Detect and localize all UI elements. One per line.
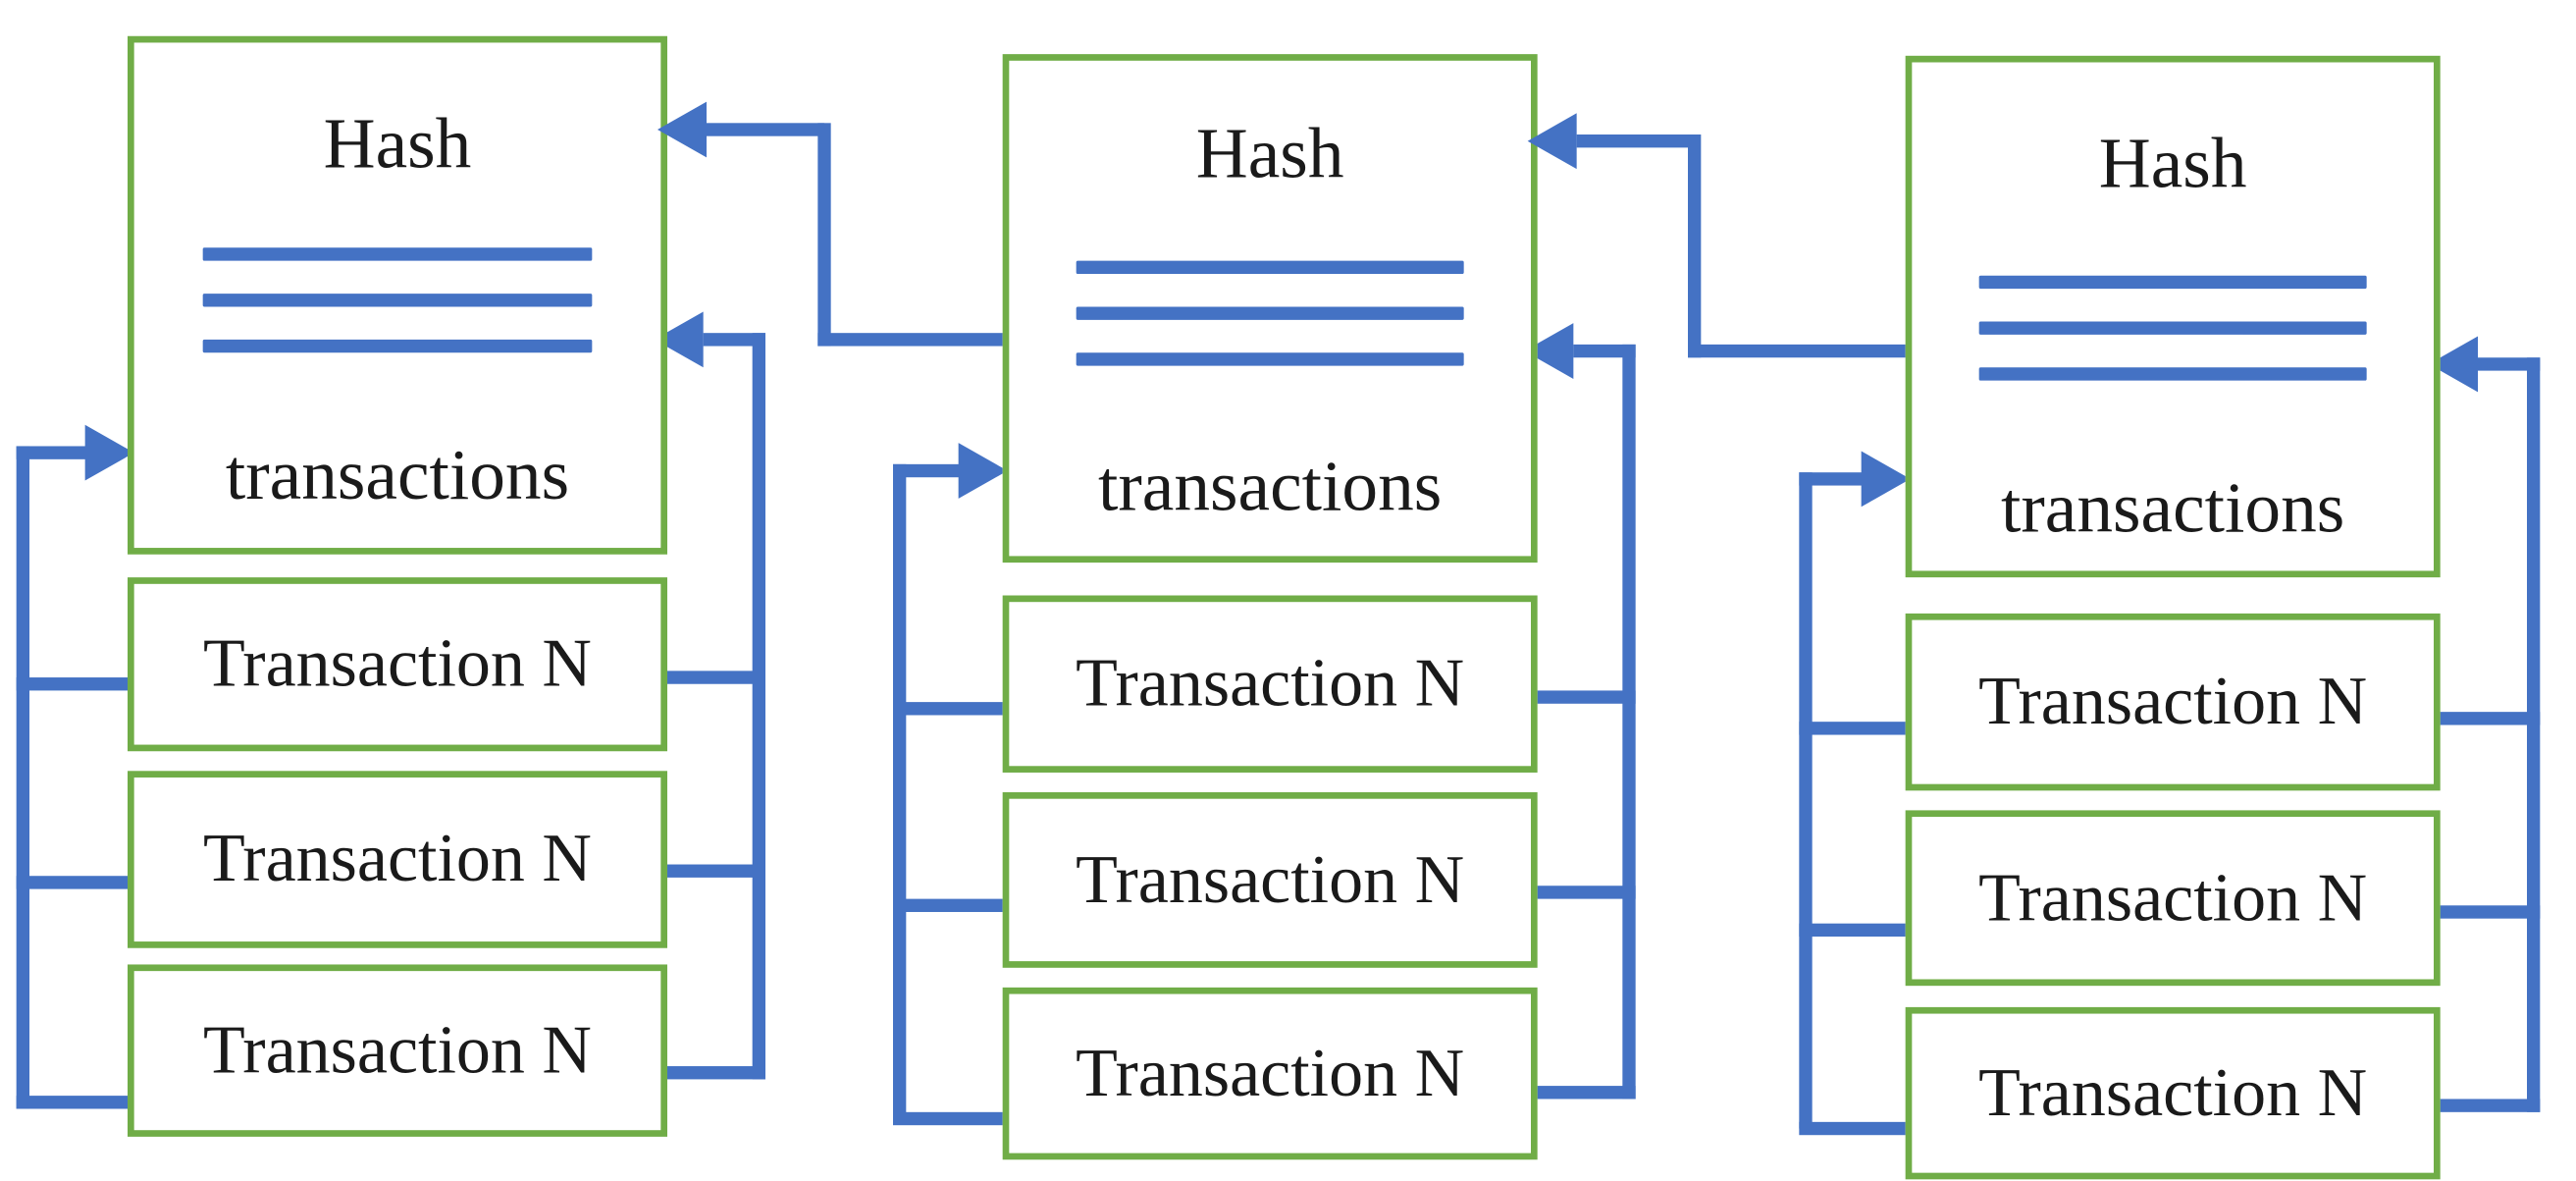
block-2-right-stub-tx-1 xyxy=(1524,690,1636,704)
block-3-transaction-box-1: Transaction N xyxy=(1905,613,2441,791)
transaction-label: Transaction N xyxy=(202,1012,592,1089)
block-2-left-bus xyxy=(893,463,907,1121)
chain-link-2-to-1-riser xyxy=(817,123,831,347)
block-1-right-bus xyxy=(752,333,765,1080)
block-2-left-stub-tx-3 xyxy=(893,1111,1008,1126)
block-2-header-box: Hash transactions xyxy=(1002,54,1538,564)
hash-line xyxy=(1979,367,2366,381)
transaction-label: Transaction N xyxy=(1978,664,2368,740)
block-3-right-stub-tx-3 xyxy=(2429,1099,2541,1112)
block-1-left-stub-tx-1 xyxy=(16,677,131,691)
chain-link-3-to-2-riser xyxy=(1688,134,1702,358)
block-2-transaction-box-1: Transaction N xyxy=(1002,595,1538,773)
block-1-hash-title: Hash xyxy=(323,103,472,185)
block-3-left-stub-tx-2 xyxy=(1799,923,1914,938)
chain-link-2-to-1-upper-run xyxy=(707,123,824,136)
block-3-right-bus xyxy=(2527,357,2541,1112)
transaction-label: Transaction N xyxy=(202,626,592,703)
block-3-hash-lines xyxy=(1979,275,2366,381)
block-1-header-box: Hash transactions xyxy=(128,35,667,555)
chain-link-3-to-2-arrowhead xyxy=(1527,113,1577,170)
block-1-left-bus xyxy=(16,446,29,1109)
block-3-left-stub-tx-1 xyxy=(1799,722,1914,735)
block-2-right-stub-tx-2 xyxy=(1524,886,1636,899)
block-3-right-feed-header xyxy=(2478,357,2541,371)
block-1-transaction-box-1: Transaction N xyxy=(128,577,667,752)
block-2-transaction-box-3: Transaction N xyxy=(1002,987,1538,1160)
hash-line xyxy=(202,294,593,307)
block-2-right-stub-tx-3 xyxy=(1524,1086,1636,1100)
block-3-right-stub-tx-2 xyxy=(2429,905,2541,919)
block-1-left-stub-tx-3 xyxy=(16,1096,131,1109)
block-3-transactions-label: transactions xyxy=(2001,467,2345,549)
chain-link-2-to-1-arrowhead xyxy=(657,101,707,158)
transaction-label: Transaction N xyxy=(1076,1036,1465,1111)
block-1-right-stub-tx-2 xyxy=(654,864,765,878)
block-2-right-bus xyxy=(1622,344,1636,1100)
block-1-transaction-box-2: Transaction N xyxy=(128,771,667,948)
block-3-hash-title: Hash xyxy=(2098,123,2247,204)
block-2-header-inbound-arrowhead xyxy=(958,443,1008,499)
hash-line xyxy=(1979,321,2366,335)
transaction-label: Transaction N xyxy=(1978,860,2368,937)
block-3-header-box: Hash transactions xyxy=(1905,55,2441,578)
block-3-left-stub-tx-3 xyxy=(1799,1121,1914,1136)
block-1-right-stub-tx-1 xyxy=(654,671,765,684)
chain-link-3-to-2-lower-run xyxy=(1688,344,1909,358)
transaction-label: Transaction N xyxy=(1076,646,1465,723)
block-2-left-stub-tx-2 xyxy=(893,898,1008,912)
block-1-right-stub-tx-3 xyxy=(654,1066,765,1080)
block-1-header-inbound-arrowhead xyxy=(84,424,134,481)
hash-line xyxy=(202,339,593,353)
block-2-hash-title: Hash xyxy=(1195,113,1344,194)
hash-line xyxy=(1979,275,2366,290)
hash-line xyxy=(1077,352,1463,366)
block-1-left-stub-tx-2 xyxy=(16,876,131,889)
block-1-transaction-box-3: Transaction N xyxy=(128,964,667,1137)
transaction-label: Transaction N xyxy=(1076,841,1465,918)
chain-link-2-to-1-lower-run xyxy=(817,333,1006,347)
transaction-label: Transaction N xyxy=(1978,1055,2368,1132)
block-3-left-bus xyxy=(1799,472,1813,1129)
block-3-right-stub-tx-1 xyxy=(2429,712,2541,725)
block-1-right-feed-header xyxy=(703,333,765,347)
block-3-transaction-box-3: Transaction N xyxy=(1905,1006,2441,1180)
hash-line xyxy=(1077,306,1463,320)
block-1-hash-lines xyxy=(202,247,593,353)
block-2-right-feed-header xyxy=(1573,344,1636,358)
block-2-transaction-box-2: Transaction N xyxy=(1002,792,1538,968)
block-3-header-inbound-arrowhead xyxy=(1861,451,1911,508)
block-2-left-stub-tx-1 xyxy=(893,702,1008,716)
block-2-transactions-label: transactions xyxy=(1098,446,1443,527)
transaction-label: Transaction N xyxy=(202,822,592,897)
block-1-transactions-label: transactions xyxy=(225,434,570,515)
block-2-hash-lines xyxy=(1077,260,1463,366)
hash-line xyxy=(1077,260,1463,275)
chain-link-3-to-2-upper-run xyxy=(1576,134,1695,148)
block-3-transaction-box-2: Transaction N xyxy=(1905,810,2441,987)
hash-line xyxy=(202,247,593,261)
